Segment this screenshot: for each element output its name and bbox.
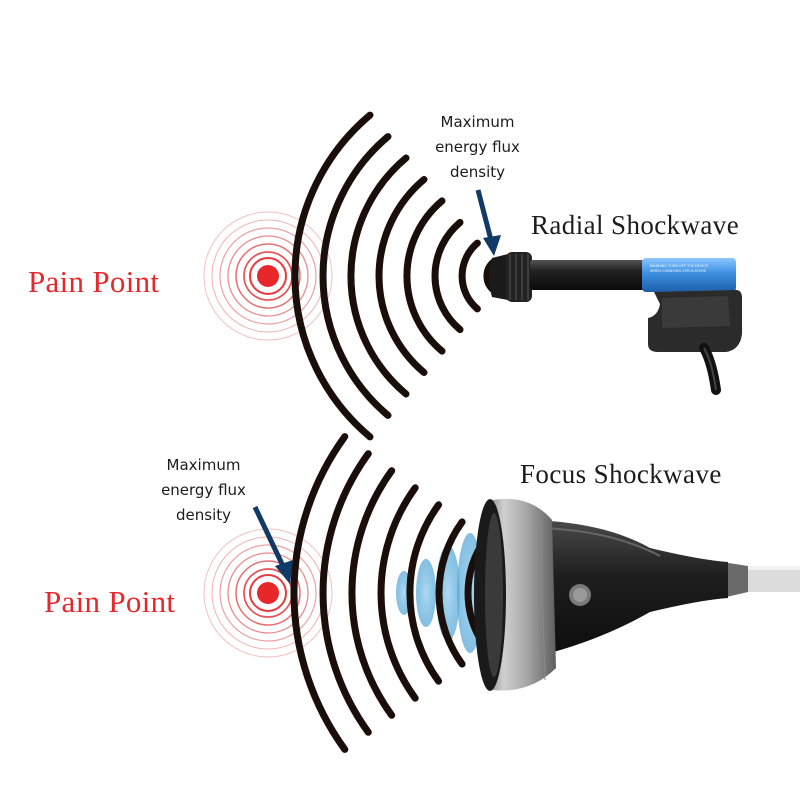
radial-pain-point-label: Pain Point: [28, 264, 160, 299]
radial-wave-arc-3: [431, 218, 464, 334]
radial-wave-arc-6: [347, 154, 410, 398]
focus-shockwave-title: Focus Shockwave: [520, 459, 722, 489]
radial-max-energy-note: Maximum energy flux density: [435, 113, 520, 181]
focus-wave-arc-6: [435, 518, 466, 668]
radial-wave-arc-5: [375, 176, 428, 376]
radial-wave-arc-4: [403, 197, 446, 355]
radial-wave-arc-8: [291, 111, 374, 441]
focus-wave-arc-2: [319, 450, 372, 736]
focus-wave-arc-5: [406, 501, 443, 685]
radial-device-warning-text: WARNING TURN OFF THE DEVICE WHEN CHANGIN…: [650, 264, 709, 273]
focus-wave-arc-3: [348, 467, 396, 719]
focus-wave-arc-4: [377, 484, 419, 702]
radial-shockwave-title: Radial Shockwave: [531, 210, 740, 240]
radial-shockwave-device: [489, 252, 742, 395]
radial-pain-target: [203, 211, 333, 341]
radial-energy-arrow: [475, 189, 501, 256]
focus-pain-point-label: Pain Point: [44, 584, 176, 619]
radial-wave-arc-7: [319, 133, 392, 419]
focus-max-energy-note: Maximum energy flux density: [161, 456, 246, 524]
radial-wave-arc-2: [458, 239, 481, 313]
focus-pain-target: [203, 528, 333, 658]
focus-energy-arrow: [252, 505, 293, 584]
focus-wave-arc-1: [290, 433, 349, 753]
focus-shockwave-device: [474, 498, 800, 691]
